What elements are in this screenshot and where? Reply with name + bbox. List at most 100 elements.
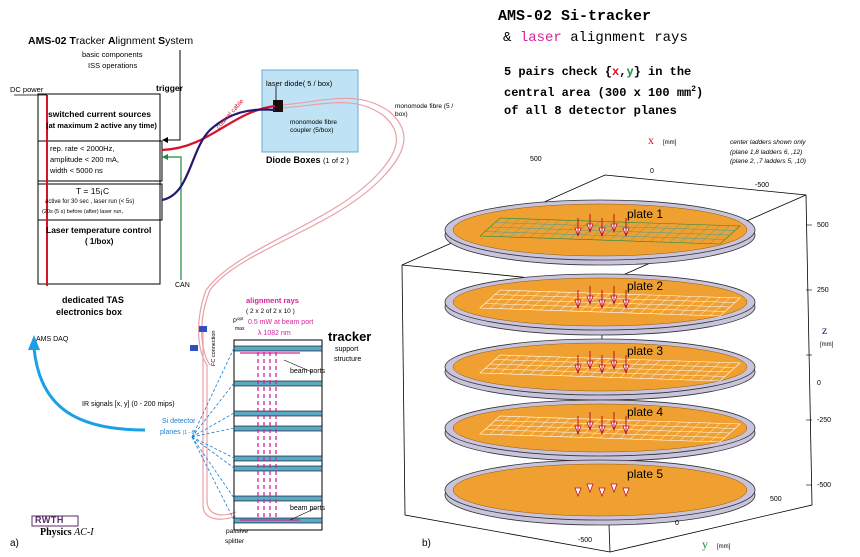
fibre-to-splitter-2: [202, 332, 237, 520]
tas-box-label-1: dedicated TAS: [62, 295, 124, 305]
amplitude: amplitude < 200 mA,: [50, 155, 119, 164]
plate-label-3: plate 3: [627, 344, 664, 358]
tracker-label: tracker: [328, 329, 372, 344]
tas-box-label-2: electronics box: [56, 307, 123, 317]
structure-label: structure: [334, 356, 362, 363]
rep-rate: rep. rate < 2000Hz,: [50, 144, 115, 153]
trigger-arrowhead: [162, 137, 168, 143]
z-tick-500: 500: [817, 222, 829, 229]
beam-port-pointer-top: [283, 359, 313, 373]
current-sources-title: switched current sources: [48, 109, 151, 119]
system-title: AMS-02 Tracker Alignment System: [28, 35, 194, 47]
temp-control-subtitle: ( 1/box): [85, 237, 114, 246]
power-label: 0.5 mW at beam port: [248, 319, 314, 326]
subtitle-basic-components: basic components: [82, 50, 143, 59]
diode-boxes-label: Diode Boxes (1 of 2 ): [266, 155, 349, 165]
temperature-cable-line: [161, 108, 276, 202]
can-arrowhead: [162, 154, 168, 160]
plate-2: [444, 273, 756, 336]
ladder-note-3: (plane 2, ,7 ladders 5, ,10): [730, 158, 806, 165]
trigger-label: trigger: [156, 83, 183, 93]
subtitle-iss-operations: ISS operations: [88, 61, 138, 70]
fc-connection-label: FC connection: [211, 330, 217, 366]
z-unit: [mm]: [820, 342, 834, 348]
before-after-line: (20s (5 s) before (after) laser run,: [42, 209, 124, 215]
support-label: support: [335, 346, 359, 353]
z-tick-0: 0: [817, 380, 821, 387]
planes-label: planes (1 - 8): [160, 429, 196, 436]
monomode-fibre-label: monomode fibre (5 / box): [395, 103, 454, 119]
can-line: [165, 156, 182, 280]
axis-ticks: [806, 224, 812, 486]
panel-label-b: b): [422, 538, 431, 549]
beam-ports-top-label: beam ports: [290, 368, 326, 375]
ams-daq-arrowhead: [28, 335, 40, 350]
beam-port-pointer-bottom: [289, 507, 317, 521]
y-tick-0: 0: [675, 520, 679, 527]
fc-connector-2: [190, 345, 198, 351]
x-axis-label: x [mm]: [648, 133, 677, 147]
plate-5: [444, 459, 756, 526]
plate-label-1: plate 1: [627, 207, 664, 221]
alignment-rays-count: ( 2 x 2 of 2 x 10 ): [246, 308, 295, 315]
alignment-rays-label: alignment rays: [246, 296, 299, 305]
z-tick-250: 250: [817, 287, 829, 294]
dc-power-label: DC power: [10, 85, 44, 94]
monomode-coupler-label: monomode fibre coupler (5/box): [290, 119, 337, 134]
splitter-label: splitter: [225, 538, 245, 545]
ir-signals-label: IR signals [x, y] (0 - 200 mips): [82, 401, 175, 408]
monomode-fibre-outer: [201, 97, 405, 366]
check-line-3: of all 8 detector planes: [504, 104, 677, 118]
panel-label-a: a): [10, 538, 19, 549]
pulse-width: width < 5000 ns: [50, 166, 103, 175]
check-line-2: central area (300 x 100 mm2): [504, 85, 704, 100]
si-detector-label: Si detector: [162, 418, 196, 425]
tracker-structure-outline: [233, 339, 323, 531]
right-title: AMS-02 Si-tracker: [498, 8, 652, 25]
plate-1: [444, 199, 756, 266]
plate-4: [444, 399, 756, 462]
laser-diode-label: laser diode( 5 / box): [266, 79, 333, 88]
fc-connector-1: [199, 326, 207, 332]
trigger-line: [165, 50, 181, 141]
x-tick-500: 500: [530, 156, 542, 163]
plate-label-5: plate 5: [627, 467, 664, 481]
physics-label: Physics AC-I: [40, 527, 94, 538]
can-label: CAN: [175, 282, 190, 289]
alignment-ray-lines: [257, 352, 277, 518]
laser-diode-block: [273, 100, 283, 112]
x-tick-neg500: -500: [755, 182, 770, 189]
current-sources-subtitle: (at maximum 2 active any time): [46, 121, 157, 130]
z-tick-neg250: -250: [817, 417, 832, 424]
y-axis-label: y [mm]: [702, 537, 731, 551]
check-line-1: 5 pairs check {x,y} in the: [504, 65, 692, 79]
right-subtitle: & laser alignment rays: [503, 30, 688, 46]
temp-control-title: Laser temperature control: [46, 225, 152, 235]
y-tick-neg500: -500: [578, 537, 593, 544]
rwth-logo-frame: [31, 515, 79, 527]
active-line: active for 30 sec , laser run (< 5s): [45, 199, 135, 205]
rwth-logo: RWTH: [35, 515, 64, 525]
temperature-setpoint: T = 15¡C: [76, 186, 110, 196]
ams-daq-label: AMS DAQ: [36, 336, 69, 343]
pulse-params-box: [37, 140, 163, 182]
detector-plates: [444, 199, 756, 526]
z-tick-neg500: -500: [817, 482, 832, 489]
ams-daq-arrow: [32, 347, 146, 432]
temperature-params-box: [37, 183, 163, 221]
fibre-to-splitter: [206, 365, 237, 516]
beam-ports-bottom-label: beam ports: [290, 505, 326, 512]
wavelength-label: λ 1082 nm: [258, 330, 291, 337]
x-tick-0: 0: [650, 168, 654, 175]
ladder-note-1: center ladders shown only: [730, 139, 806, 146]
plate-3: [444, 338, 756, 401]
si-detector-lines: [191, 347, 235, 521]
z-axis-label: z: [822, 323, 828, 337]
ladder-note-2: (plane 1,8 ladders 6, ,12): [730, 149, 803, 156]
passive-label: passive: [226, 528, 249, 535]
y-tick-500: 500: [770, 496, 782, 503]
plate-label-4: plate 4: [627, 405, 664, 419]
monomode-fibre-inner: [197, 102, 397, 366]
